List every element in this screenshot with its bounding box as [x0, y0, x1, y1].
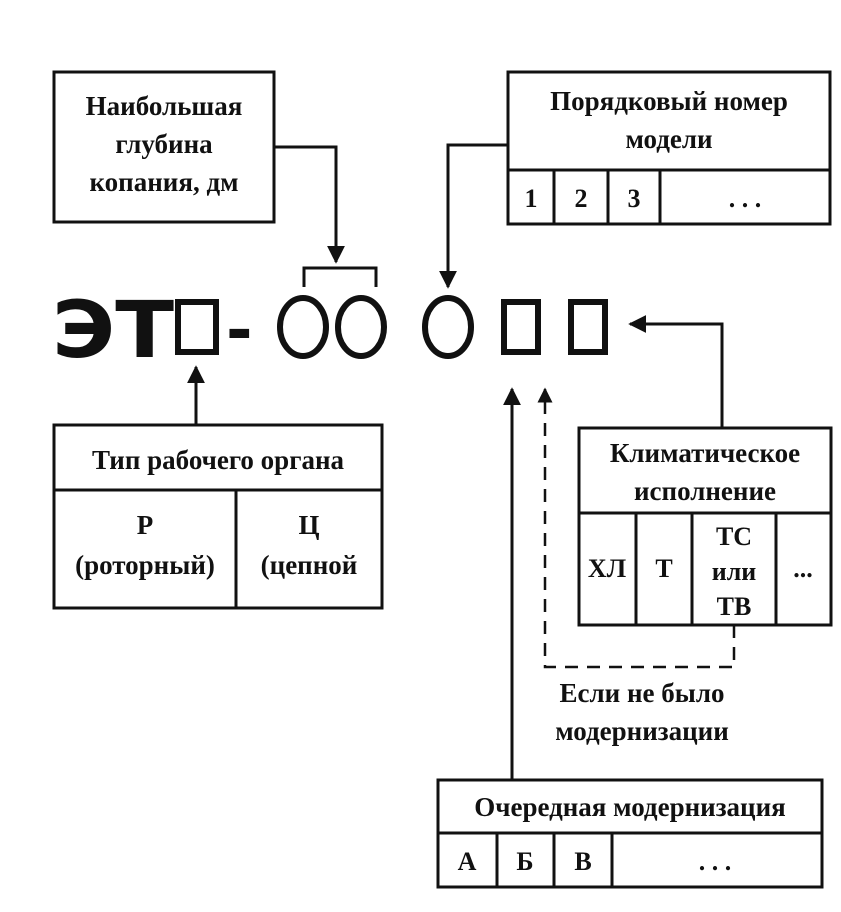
- organ-option-rotary-label: (роторный): [75, 550, 215, 580]
- depth-bracket: [302, 266, 378, 287]
- designation-prefix: ЭТ: [52, 286, 174, 376]
- climate-cell-hl: ХЛ: [588, 554, 626, 583]
- organ-option-rotary-letter: Р: [137, 510, 154, 540]
- model-number-arrow: [439, 143, 508, 289]
- climate-arrow: [628, 315, 724, 428]
- depth-box-line-2: глубина: [115, 129, 213, 159]
- climate-box-title-line-2: исполнение: [634, 476, 776, 506]
- climate-placeholder: [568, 299, 608, 355]
- modernization-cell-b: Б: [516, 847, 533, 876]
- model-cell-more: . . .: [729, 184, 762, 213]
- depth-arrow: [274, 145, 345, 264]
- climate-cell-or: или: [712, 557, 757, 586]
- max-digging-depth-box: Наибольшая глубина копания, дм: [52, 70, 276, 224]
- depth-box-line-1: Наибольшая: [86, 91, 243, 121]
- climate-box-title-line-1: Климатическое: [610, 438, 800, 468]
- working-organ-type-box: Тип рабочего органа Р (роторный) Ц (цепн…: [52, 423, 384, 610]
- climate-cell-ts: ТС: [716, 522, 752, 551]
- designation-code: ЭТ -: [52, 286, 608, 376]
- climate-cell-tv: ТВ: [717, 592, 752, 621]
- modernization-placeholder: [501, 299, 541, 355]
- note-line-1: Если не было: [560, 678, 725, 708]
- organ-box-title: Тип рабочего органа: [92, 445, 345, 475]
- modernization-box: Очередная модернизация А Б В . . .: [436, 778, 824, 889]
- modernization-cell-a: А: [458, 847, 477, 876]
- designation-dash: -: [226, 294, 253, 368]
- depth-digit-placeholder-1: [277, 295, 329, 359]
- modernization-cell-more: . . .: [699, 847, 732, 876]
- model-cell-1: 1: [525, 184, 538, 213]
- modernization-box-title: Очередная модернизация: [474, 792, 786, 822]
- model-cell-3: 3: [628, 184, 641, 213]
- model-number-placeholder: [422, 295, 474, 359]
- climate-cell-more: ...: [793, 554, 813, 583]
- no-modernization-dashed-arrow: [537, 387, 736, 669]
- modernization-cell-v: В: [574, 847, 591, 876]
- model-cell-2: 2: [575, 184, 588, 213]
- model-box-title-line-1: Порядковый номер: [550, 86, 788, 116]
- note-line-2: модернизации: [555, 716, 729, 746]
- climate-cell-t: Т: [655, 554, 672, 583]
- climatic-version-box: Климатическое исполнение ХЛ Т ТС или ТВ …: [577, 426, 833, 627]
- model-number-box: Порядковый номер модели 1 2 3 . . .: [506, 70, 832, 226]
- no-modernization-note: Если не было модернизации: [555, 678, 729, 746]
- organ-option-chain-letter: Ц: [298, 510, 319, 540]
- depth-box-line-3: копания, дм: [89, 167, 238, 197]
- organ-option-chain-label: (цепной: [261, 550, 358, 580]
- depth-digit-placeholder-2: [335, 295, 387, 359]
- model-box-title-line-2: модели: [625, 124, 712, 154]
- organ-type-placeholder: [175, 299, 219, 355]
